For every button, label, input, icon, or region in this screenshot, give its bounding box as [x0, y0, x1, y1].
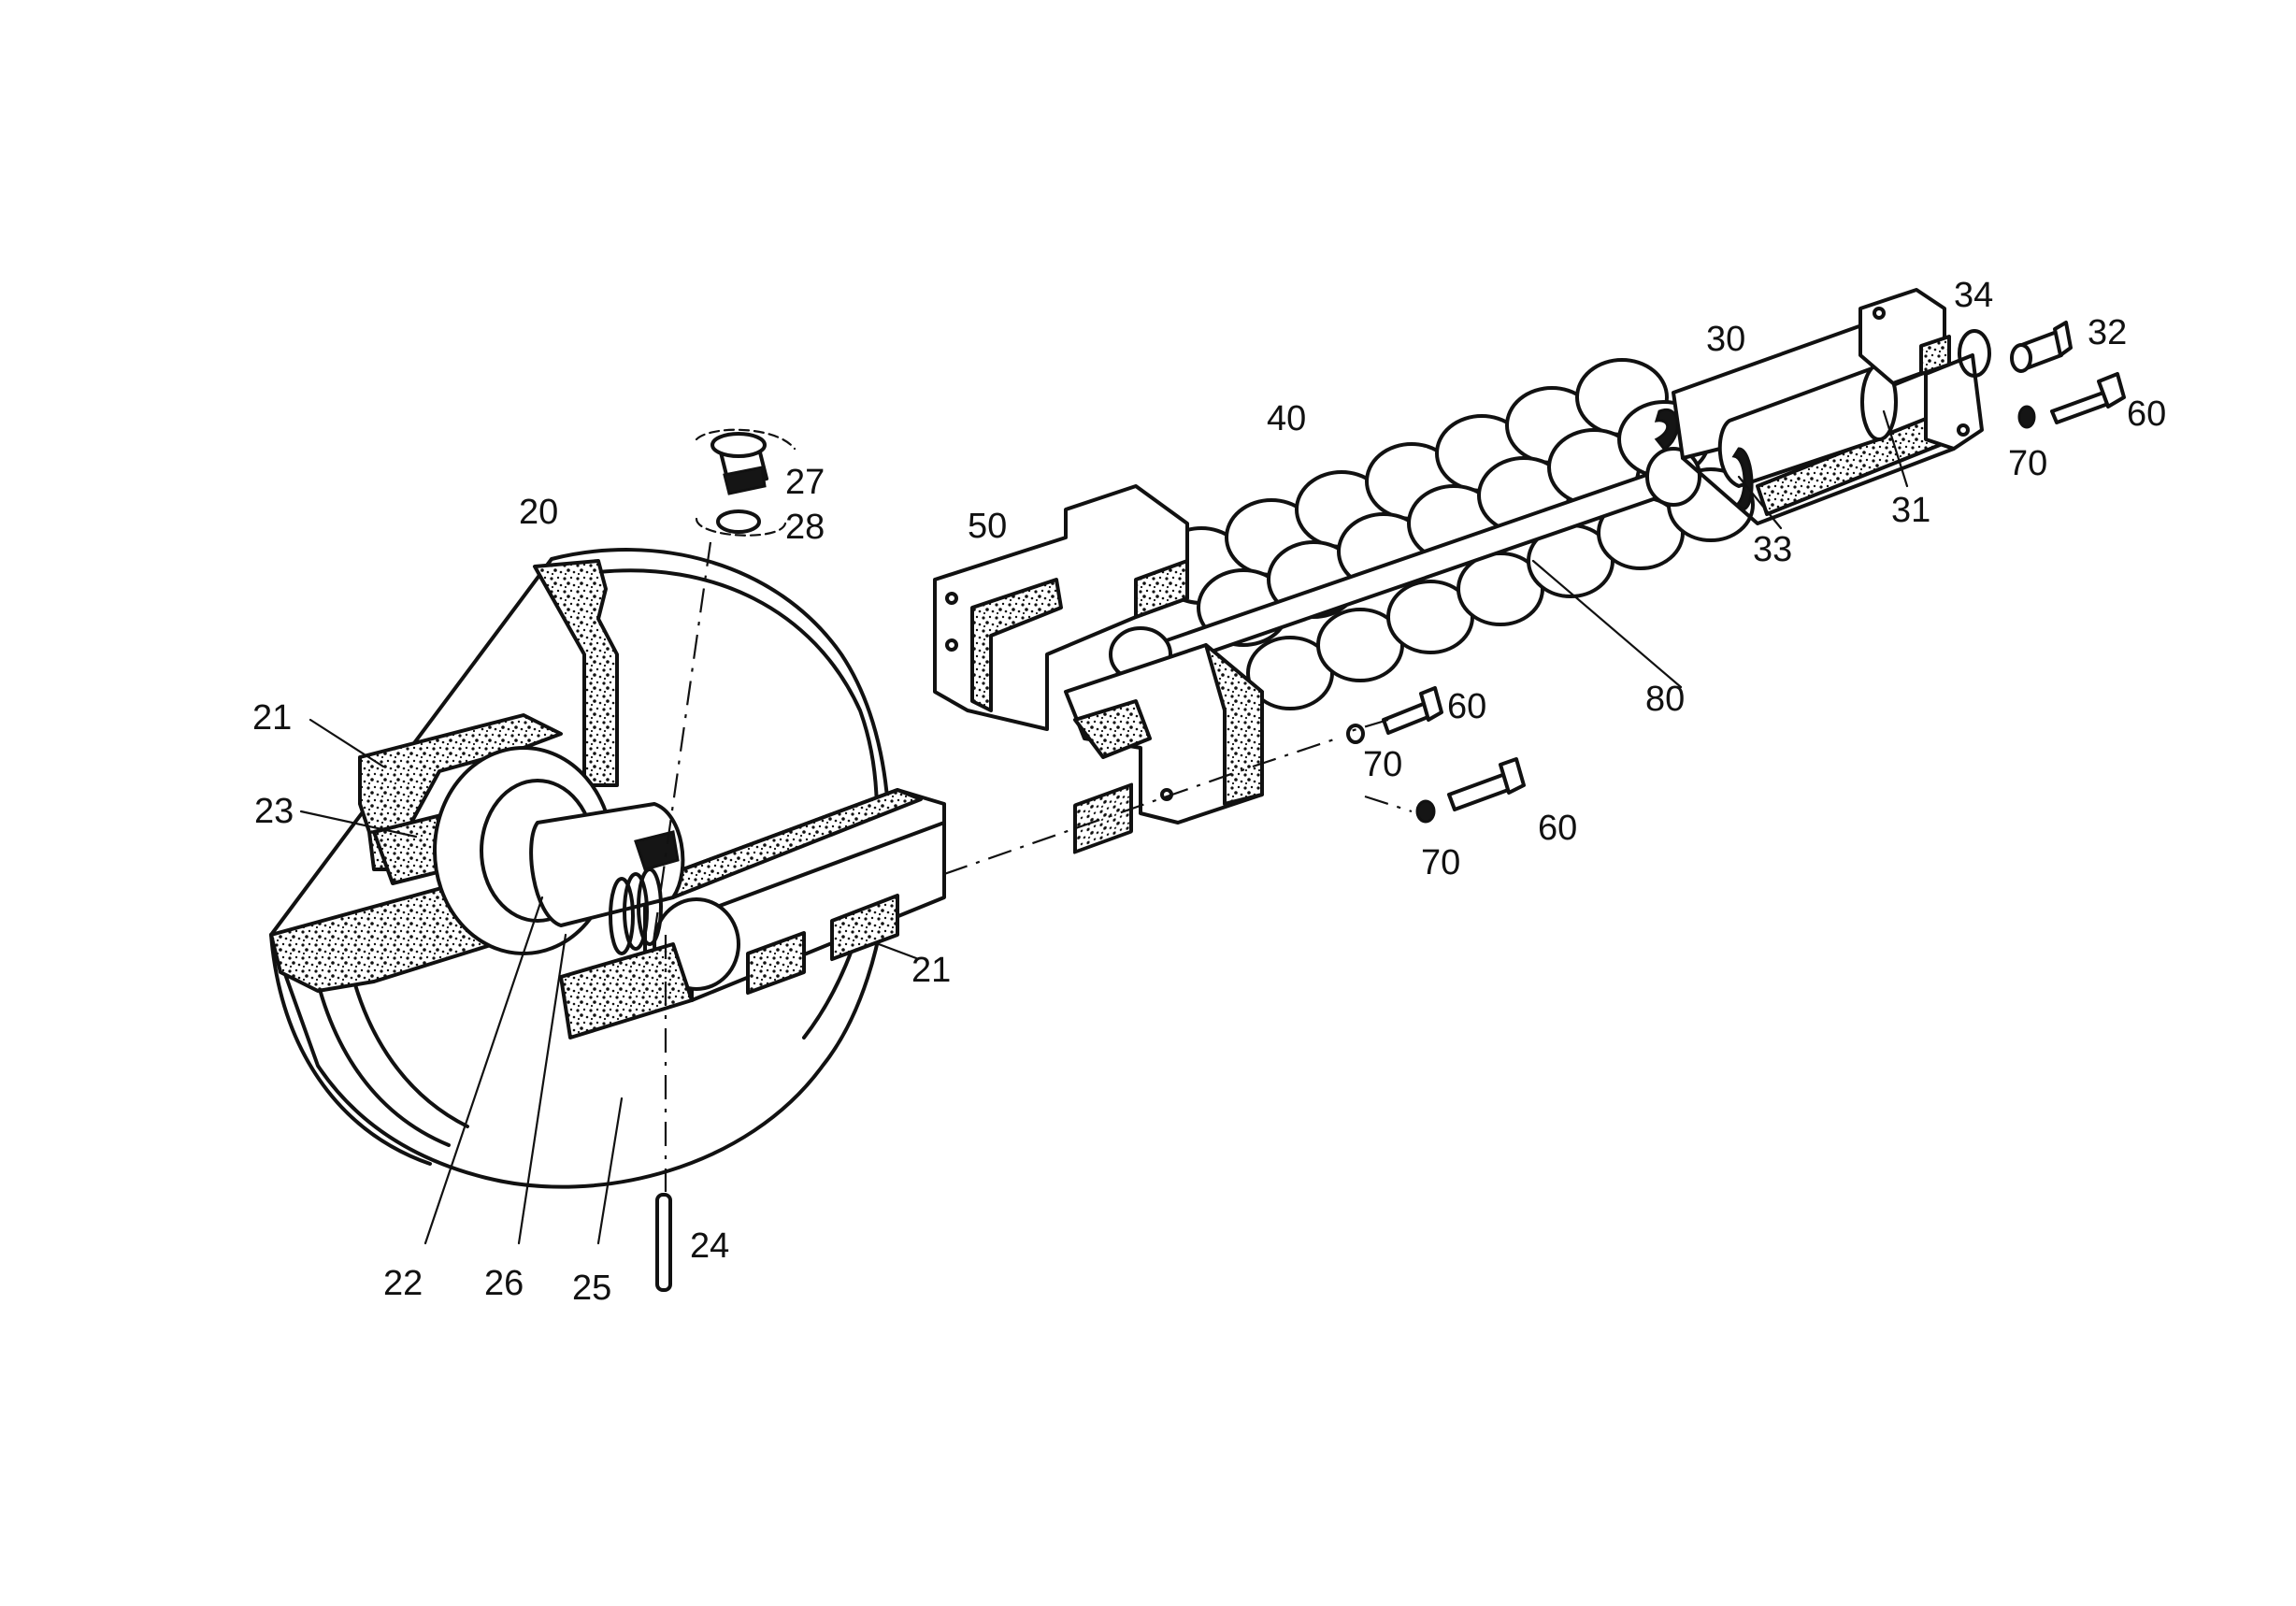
- callout-25: 25: [572, 1269, 611, 1308]
- callout-26: 26: [484, 1264, 524, 1303]
- idler-wheel-section: [533, 559, 619, 787]
- callout-27: 27: [785, 463, 825, 502]
- callout-21-left: 21: [252, 698, 292, 738]
- callout-60-bottom: 60: [1538, 809, 1577, 848]
- callout-labels: 20 21 21 22 23 24 25 26 27 28 30 31 32 3…: [252, 276, 2166, 1308]
- callout-31: 31: [1891, 491, 1930, 530]
- bolt-60-c: [1447, 757, 1526, 811]
- callout-28: 28: [785, 508, 825, 547]
- bolt-60-b: [1382, 686, 1443, 735]
- callout-30: 30: [1706, 320, 1745, 359]
- callout-24: 24: [690, 1226, 729, 1266]
- pin-24: [655, 1193, 672, 1292]
- washer-70-a: [2017, 405, 2036, 429]
- callout-60-middle: 60: [1447, 687, 1486, 726]
- callout-22: 22: [383, 1264, 423, 1303]
- callout-50: 50: [968, 507, 1007, 546]
- plug-27: [695, 428, 796, 495]
- callout-70-top: 70: [2008, 444, 2047, 483]
- seal-ring: [609, 877, 635, 955]
- callout-33: 33: [1753, 530, 1792, 569]
- washer-70-c: [1415, 799, 1436, 824]
- callout-32: 32: [2088, 313, 2127, 352]
- callout-23: 23: [254, 792, 294, 831]
- grease-fitting-32: [2010, 321, 2073, 373]
- bolt-60-a: [2050, 372, 2126, 424]
- callout-70-middle: 70: [1363, 745, 1402, 784]
- bracket-slot-1: [1073, 782, 1133, 854]
- callout-70-bottom: 70: [1421, 843, 1460, 882]
- tensioner-assembly: [933, 288, 2126, 825]
- seal-33: [1731, 447, 1754, 511]
- idler-wheel-assembly: [269, 548, 1133, 1189]
- seal-ring-28: [695, 509, 787, 537]
- callout-40: 40: [1267, 399, 1306, 438]
- callout-20: 20: [519, 493, 558, 532]
- leader-lines: [299, 409, 1909, 1245]
- callout-21-right: 21: [911, 951, 951, 990]
- assembly-centerlines: [653, 541, 1413, 1192]
- callout-80: 80: [1645, 680, 1685, 719]
- callout-34: 34: [1954, 276, 1993, 315]
- washer-70-b: [1346, 724, 1365, 744]
- callout-60-top: 60: [2127, 394, 2166, 434]
- o-ring-34: [1958, 329, 1991, 378]
